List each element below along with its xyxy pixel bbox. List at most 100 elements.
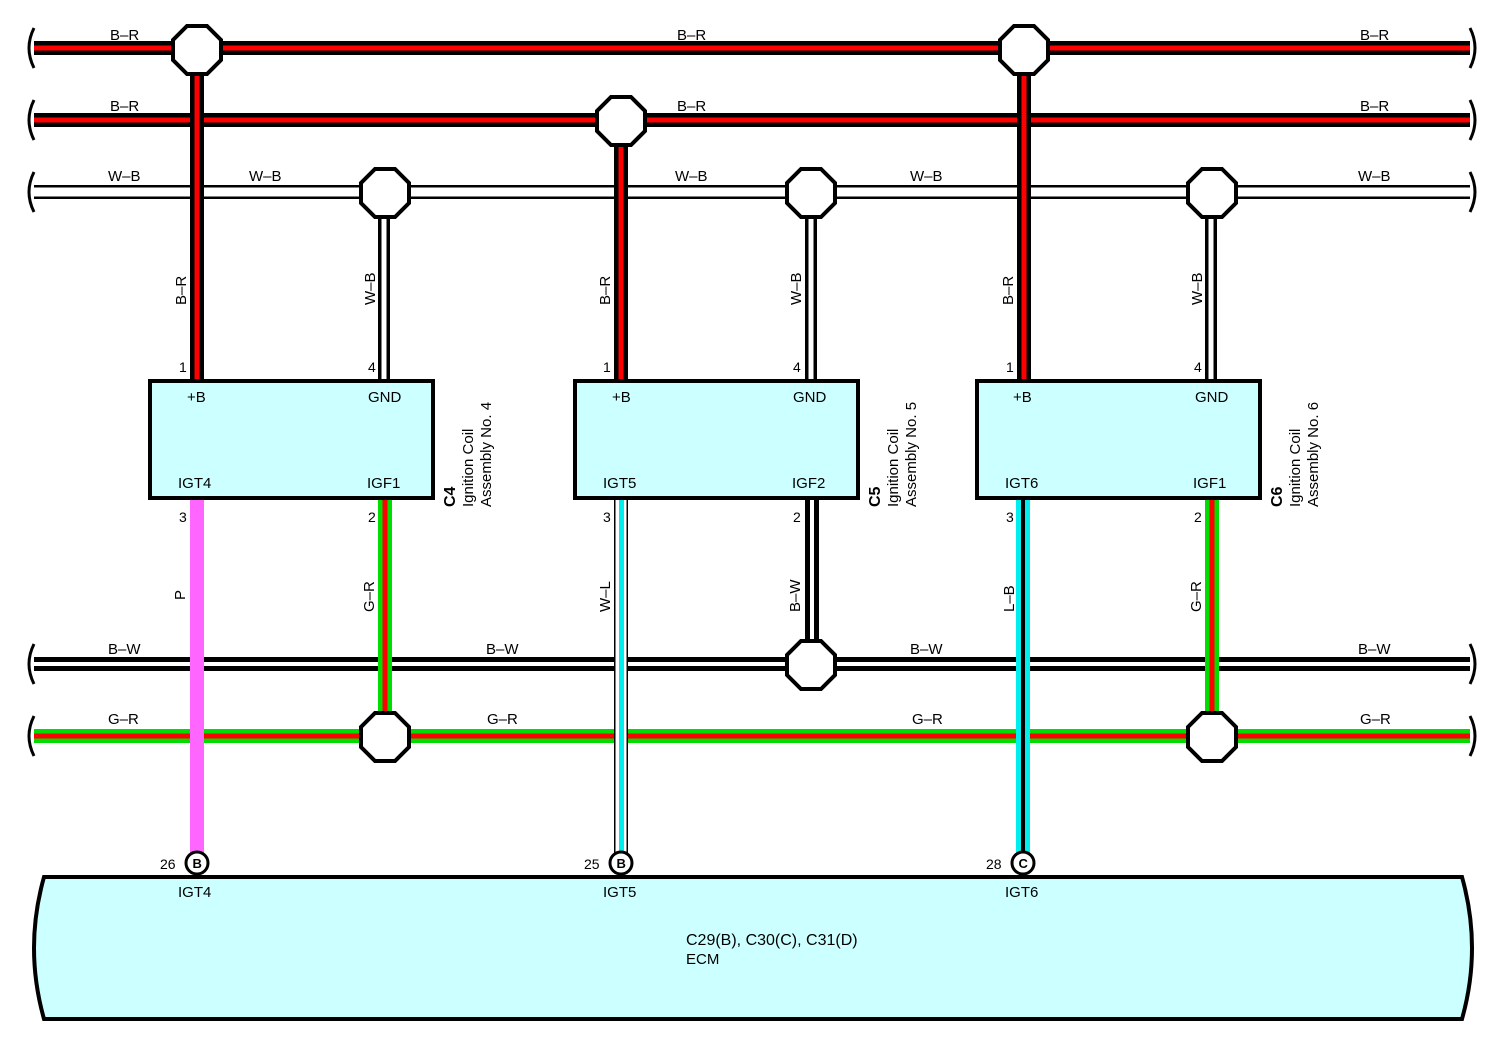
c4-name-line1: Ignition Coil bbox=[460, 429, 477, 507]
bus-br-2-label: B–R bbox=[110, 98, 139, 115]
ignition-coil-c6: +B GND IGT6 IGF1 C6 Ignition Coil Assemb… bbox=[975, 379, 1322, 507]
ecm-pin-28: 28 bbox=[986, 856, 1002, 872]
bus-br-2-label: B–R bbox=[677, 98, 706, 115]
c5-igt-wire-label: W–L bbox=[597, 581, 614, 612]
ecm-connector-codes: C29(B), C30(C), C31(D) bbox=[686, 932, 858, 949]
c4-gnd-wire-label: W–B bbox=[362, 272, 379, 305]
c6-terminal-igf: IGF1 bbox=[1193, 475, 1226, 492]
wire-c4-igt bbox=[190, 498, 204, 853]
bus-bw-label: B–W bbox=[910, 641, 943, 658]
wire-c4-plus-b bbox=[190, 48, 204, 382]
c6-pin-igt: 3 bbox=[1006, 509, 1014, 525]
bus-wb bbox=[34, 185, 1470, 199]
wire-c5-plus-b bbox=[614, 120, 628, 382]
wire-c6-gnd bbox=[1205, 192, 1217, 382]
c6-plus-b-wire-label: B–R bbox=[1000, 276, 1017, 305]
wire-c6-plus-b bbox=[1017, 48, 1031, 382]
c5-terminal-plus-b: +B bbox=[612, 389, 631, 406]
c4-terminal-plus-b: +B bbox=[187, 389, 206, 406]
c6-name-line2: Assembly No. 6 bbox=[1305, 402, 1322, 507]
bus-bw-label: B–W bbox=[108, 641, 141, 658]
c6-name-line1: Ignition Coil bbox=[1287, 429, 1304, 507]
c5-terminal-igf: IGF2 bbox=[792, 475, 825, 492]
bus-wb-label: W–B bbox=[108, 168, 141, 185]
wire-c5-igt bbox=[614, 498, 628, 853]
bus-br-2 bbox=[34, 113, 1470, 127]
ecm-connector-26: B 26 bbox=[160, 850, 210, 876]
c5-plus-b-wire-label: B–R bbox=[597, 276, 614, 305]
break-marks bbox=[27, 27, 1477, 757]
c4-terminal-igf: IGF1 bbox=[367, 475, 400, 492]
c4-igt-wire-label: P bbox=[172, 590, 189, 600]
c4-pin-plus-b: 1 bbox=[179, 359, 187, 375]
ecm-connector-28-letter: C bbox=[1019, 856, 1029, 871]
ecm-terminal-igt4: IGT4 bbox=[178, 884, 211, 901]
c6-igt-wire-label: L–B bbox=[1001, 585, 1018, 612]
c4-plus-b-wire-label: B–R bbox=[173, 276, 190, 305]
c5-gnd-wire-label: W–B bbox=[788, 272, 805, 305]
c6-pin-plus-b: 1 bbox=[1006, 359, 1014, 375]
wire-c4-gnd bbox=[378, 192, 390, 382]
ignition-coil-c5: +B GND IGT5 IGF2 C5 Ignition Coil Assemb… bbox=[573, 379, 920, 507]
c6-terminal-igt: IGT6 bbox=[1005, 475, 1038, 492]
ecm-connector-26-letter: B bbox=[193, 856, 202, 871]
bus-br-1-label: B–R bbox=[677, 27, 706, 44]
bus-gr bbox=[34, 729, 1470, 743]
c6-terminal-plus-b: +B bbox=[1013, 389, 1032, 406]
c4-pin-igt: 3 bbox=[179, 509, 187, 525]
wire-c5-igf bbox=[805, 498, 819, 664]
c5-igf-wire-label: B–W bbox=[787, 579, 804, 612]
splice-br1-c4 bbox=[171, 24, 223, 76]
bus-bw-label: B–W bbox=[1358, 641, 1391, 658]
ecm-terminal-igt5: IGT5 bbox=[603, 884, 636, 901]
c5-pin-igf: 2 bbox=[793, 509, 801, 525]
c4-name-line2: Assembly No. 4 bbox=[478, 402, 495, 507]
ecm: C29(B), C30(C), C31(D) ECM IGT4 IGT5 IGT… bbox=[32, 875, 1474, 1021]
ecm-connector-25: B 25 bbox=[584, 850, 634, 876]
c4-code: C4 bbox=[442, 486, 459, 507]
ecm-pin-26: 26 bbox=[160, 856, 176, 872]
wire-c5-gnd bbox=[805, 192, 817, 382]
c5-pin-plus-b: 1 bbox=[603, 359, 611, 375]
ecm-connector-28: C 28 bbox=[986, 850, 1036, 876]
splice-wb-c5 bbox=[785, 167, 837, 219]
bus-bw-label: B–W bbox=[486, 641, 519, 658]
c4-terminal-gnd: GND bbox=[368, 389, 402, 406]
splice-bw-c5 bbox=[785, 639, 837, 691]
c5-code: C5 bbox=[867, 486, 884, 507]
ecm-name: ECM bbox=[686, 951, 719, 968]
c4-pin-igf: 2 bbox=[368, 509, 376, 525]
bus-wb-label: W–B bbox=[910, 168, 943, 185]
ignition-coil-c4: +B GND IGT4 IGF1 C4 Ignition Coil Assemb… bbox=[148, 379, 495, 507]
bus-bw bbox=[34, 657, 1470, 671]
c5-pin-igt: 3 bbox=[603, 509, 611, 525]
ecm-connector-25-letter: B bbox=[617, 856, 626, 871]
splice-br2-c5 bbox=[595, 95, 647, 147]
wire-c4-igf bbox=[378, 498, 392, 736]
c6-pin-igf: 2 bbox=[1194, 509, 1202, 525]
c6-code: C6 bbox=[1269, 486, 1286, 507]
splice-br1-c6 bbox=[998, 24, 1050, 76]
c5-name-line1: Ignition Coil bbox=[885, 429, 902, 507]
splice-wb-c4 bbox=[359, 167, 411, 219]
wire-c6-igt bbox=[1016, 498, 1030, 853]
bus-br-2-label: B–R bbox=[1360, 98, 1389, 115]
bus-gr-label: G–R bbox=[108, 711, 139, 728]
bus-gr-label: G–R bbox=[1360, 711, 1391, 728]
c5-terminal-igt: IGT5 bbox=[603, 475, 636, 492]
bus-br-1 bbox=[34, 41, 1470, 55]
bus-wb-label: W–B bbox=[1358, 168, 1391, 185]
splice-gr-c4 bbox=[359, 711, 411, 763]
c4-pin-gnd: 4 bbox=[368, 359, 376, 375]
wire-c6-igf bbox=[1205, 498, 1219, 736]
c5-name-line2: Assembly No. 5 bbox=[903, 402, 920, 507]
c5-pin-gnd: 4 bbox=[793, 359, 801, 375]
c6-gnd-wire-label: W–B bbox=[1189, 272, 1206, 305]
bus-gr-label: G–R bbox=[487, 711, 518, 728]
c5-terminal-gnd: GND bbox=[793, 389, 827, 406]
bus-wb-label: W–B bbox=[249, 168, 282, 185]
bus-br-1-label: B–R bbox=[110, 27, 139, 44]
c6-pin-gnd: 4 bbox=[1194, 359, 1202, 375]
c4-terminal-igt: IGT4 bbox=[178, 475, 211, 492]
